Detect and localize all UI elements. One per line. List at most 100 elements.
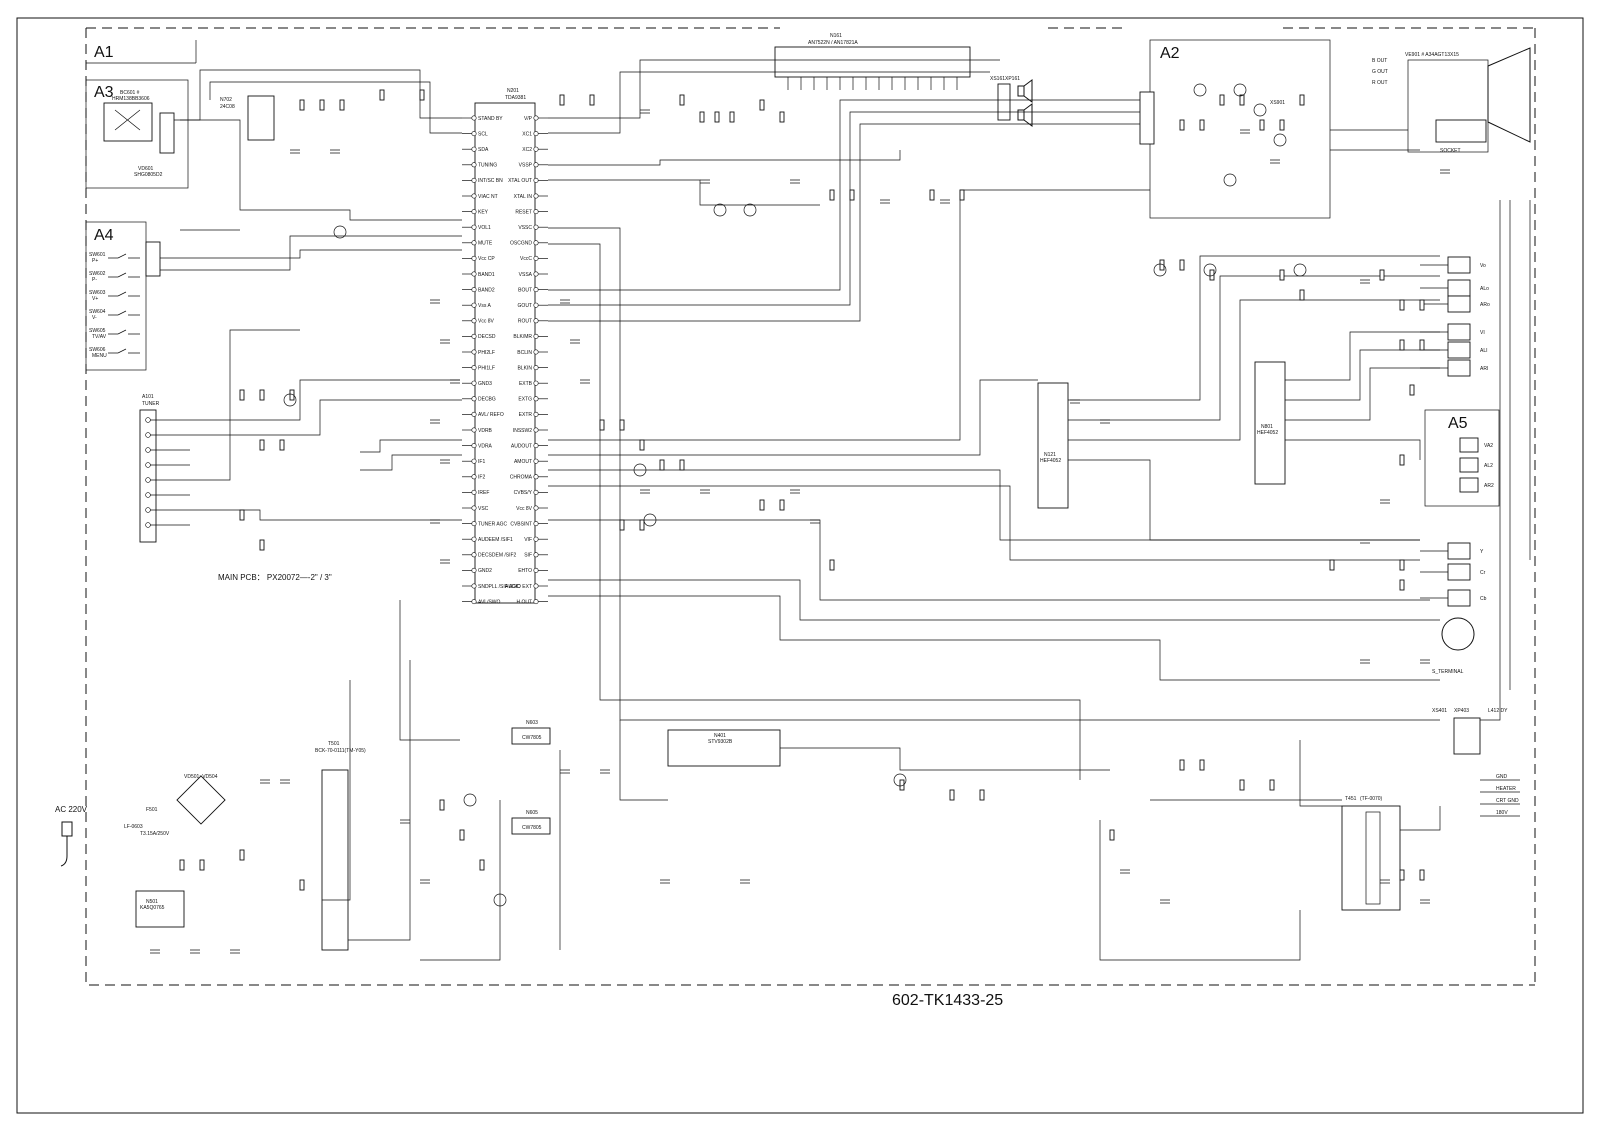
main-ic-pin-dot [533,115,539,121]
wire-trace [420,800,501,961]
n801-part: HEF4052 [1257,430,1278,436]
main-ic-pin-dot [533,396,539,402]
capacitor-symbol [1360,659,1370,664]
main-ic-pin-dot [471,255,477,261]
main-ic-pin-dot [471,505,477,511]
flyback-output-label: CRT GND [1496,798,1519,804]
main-ic-left-pin-label: MUTE [478,241,493,247]
wire-trace [548,595,1440,681]
main-ic-pin-dot [533,318,539,324]
switch-ic-n121: N121 HEF4052 [1037,382,1069,509]
main-ic-pin-dot [471,115,477,121]
main-ic-left-pin-label: INT/SC BN [478,178,503,184]
crt-socket-label: SOCKET [1440,148,1461,154]
resistor-symbol [339,99,345,111]
main-ic-left-pin-label: IF1 [478,459,485,465]
main-ic-right-pin-label: GOUT [518,303,532,309]
main-ic-left-pin-label: PHI2LF [478,350,495,356]
main-ic-block: N201 TDA9381 STAND BYSCLSDATUNINGINT/SC … [462,88,548,605]
resistor-symbol [1109,829,1115,841]
flyback-part: (TF-0070) [1360,796,1383,802]
main-ic-left-pin-label: VOL1 [478,225,491,231]
wire-trace [1285,349,1440,401]
key-switch-label: P+ [92,258,98,264]
transistor-symbol [1203,263,1217,277]
main-ic-pin-dot [533,489,539,495]
main-ic-right-pin-label: ROUT [518,319,532,325]
capacitor-symbol [1070,399,1080,404]
flyback-ref: T451 [1345,796,1357,802]
smps-controller-part: KA5Q0765 [140,905,165,911]
tuner-pin [145,447,151,453]
main-ic-right-pin-label: EXTR [519,412,533,418]
transistor-symbol [633,463,647,477]
main-ic-pin-dot [533,131,539,137]
main-ic-right-pin-label: AUDIO EXT [505,584,532,590]
main-ic-left-pin-label: AVL/ REFO [478,412,504,418]
wire-trace [1068,459,1420,541]
wire-trace [548,579,1440,621]
eeprom-block: N702 24C08 [220,95,275,141]
resistor-symbol [619,519,625,531]
yoke-connector-body [1453,717,1481,755]
av-jack-label: ARo [1480,302,1490,308]
wiring-traces [160,59,1531,961]
wire-trace [548,485,1420,561]
wire-trace [174,119,462,221]
document-number: 602-TK1433-25 [892,992,1003,1009]
wire-trace [619,720,668,801]
resistor-symbol [1179,759,1185,771]
wire-trace [548,71,990,134]
resistor-symbol [1179,119,1185,131]
capacitor-symbol [430,519,440,524]
eeprom-ref: N702 [220,97,232,103]
key-switch-ref: SW606 [89,347,106,353]
av-jack-body [1447,323,1471,341]
capacitor-symbol [450,379,460,384]
resistor-symbol [1199,759,1205,771]
resistor-symbol [1269,779,1275,791]
capacitor-symbol [1120,869,1130,874]
main-ic-pin-dot [533,349,539,355]
main-ic-left-pin-label: BAND1 [478,272,495,278]
resistor-symbol [259,389,265,401]
main-ic-right-pin-label: H OUT [516,599,532,605]
resistor-symbol [1209,269,1215,281]
vertical-ic-body [667,729,781,767]
a5-frame [1424,409,1500,507]
resistor-symbol [1399,454,1405,466]
resistor-symbol [1419,339,1425,351]
main-ic-pin-dot [471,474,477,480]
main-ic-left-pin-label: DECBG [478,397,496,403]
av-jack-label: ALI [1480,348,1488,354]
main-ic-left-pin-label: SCL [478,131,488,137]
main-ic-pin-dot [533,193,539,199]
resistor-symbol [899,779,905,791]
ac-input-label: AC 220V [55,805,88,814]
ir-receiver-symbol [114,109,141,131]
resistor-symbol [239,509,245,521]
main-ic-right-pin-label: EXTG [518,397,532,403]
key-switch-ref: SW602 [89,271,106,277]
a3-label: A3 [94,84,114,101]
wire-trace [780,747,1110,771]
main-ic-pin-dot [533,536,539,542]
flyback-core [1365,811,1381,905]
resistor-symbol [439,799,445,811]
main-ic-left-pin-label: GND3 [478,381,492,387]
crt-socket-body [1435,119,1487,143]
crt-tube-ref: VE901 # A34AGT13X15 [1405,52,1459,58]
eeprom-body [247,95,275,141]
capacitor-symbol [1440,169,1450,174]
regulator-n605: N605 CW7805 [511,810,551,835]
main-ic-pin-dot [533,302,539,308]
main-ic-left-pin-label: Vss A [478,303,491,309]
resistor-symbol [459,829,465,841]
wire-trace [1400,806,1441,831]
n121-body [1037,382,1069,509]
key-connector [145,241,161,277]
main-ic-left-pin-label: SDA [478,147,489,153]
capacitor-symbol [430,419,440,424]
wire-trace [360,439,462,453]
